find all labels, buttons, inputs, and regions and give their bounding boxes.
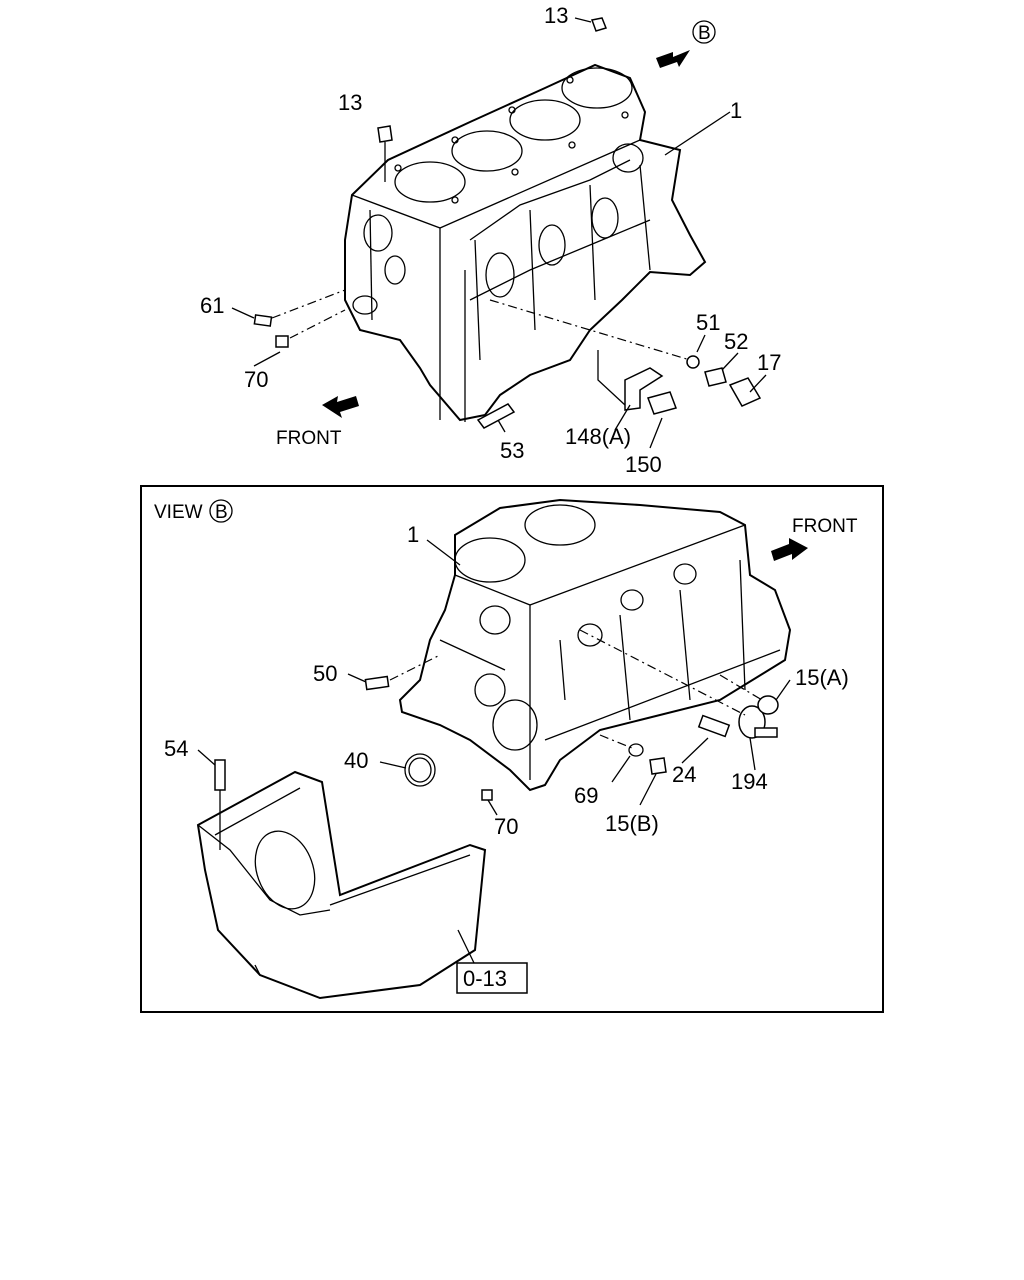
callout-150: 150 [625,452,662,477]
view-b-title: VIEW [154,502,203,523]
ref-box [456,962,528,994]
front-arrow-icon [771,538,808,561]
callout-70-view-b: 70 [494,814,518,839]
plug-15a [757,695,779,715]
front-arrow-icon [322,396,359,418]
plug-13-top [590,17,608,32]
front-label-view-b: FRONT [792,516,858,537]
stud-54 [214,759,226,791]
front-label-top: FRONT [276,428,342,449]
oil-pan [196,770,487,1000]
callout-50: 50 [313,661,337,686]
top-engine-block [344,63,707,422]
plug-70-top [275,335,289,348]
view-b-engine-block [398,498,792,792]
callout-1-top: 1 [730,98,742,123]
ref-box-label: 0-13 [463,966,507,991]
dowel-61 [253,314,273,327]
bolt-53 [476,403,516,429]
o-ring-40 [404,753,436,787]
top-view-parts [231,17,767,449]
callout-15a: 15(A) [795,665,849,690]
bracket-148a [624,367,664,411]
washer-51 [686,355,700,369]
callout-53: 53 [500,438,524,463]
bolt-15b [649,757,667,775]
circled-letter-icon [209,499,233,523]
callout-51: 51 [696,310,720,335]
callout-54: 54 [164,736,188,761]
stud-24 [697,714,731,738]
view-arrow-icon [656,20,716,68]
callout-1-view-b: 1 [407,522,419,547]
callout-13-left: 13 [338,90,362,115]
callout-40: 40 [344,748,368,773]
callout-148a: 148(A) [565,424,631,449]
callout-69: 69 [574,783,598,808]
bolt-150 [647,391,677,415]
dowel-50 [364,675,390,691]
callout-13-top: 13 [544,3,568,28]
plug-13-left [377,125,393,143]
arrow-b-letter: B [698,23,711,44]
callout-17: 17 [757,350,781,375]
callout-194: 194 [731,769,768,794]
callout-52: 52 [724,329,748,354]
view-b-title-letter: B [215,502,228,523]
fitting-52 [704,367,727,387]
callout-24: 24 [672,762,696,787]
view-b-parts [197,539,791,966]
callout-61: 61 [200,293,224,318]
sensor-17 [728,377,762,407]
callout-15b: 15(B) [605,811,659,836]
plug-70-view-b [481,789,493,801]
washer-69 [628,743,644,757]
view-b-frame [140,485,884,1013]
callout-70-top: 70 [244,367,268,392]
